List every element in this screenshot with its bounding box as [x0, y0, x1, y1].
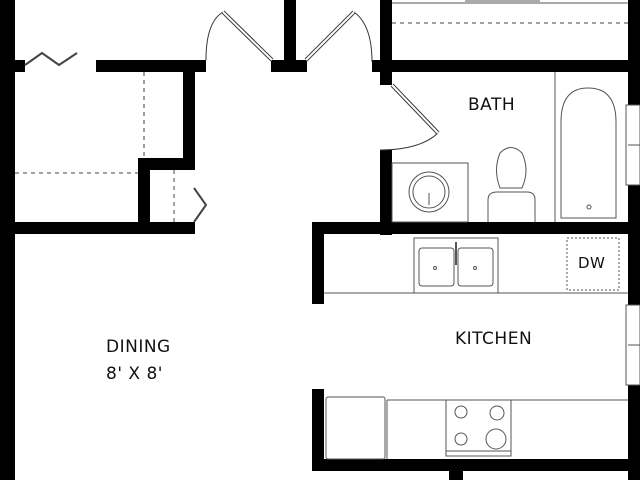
bathtub-icon — [560, 87, 617, 219]
room-label-dining: DINING — [106, 337, 171, 357]
refrigerator-icon — [325, 396, 386, 460]
bifold-door-icon — [24, 51, 78, 67]
closet-shelves — [15, 22, 628, 222]
toilet-icon — [496, 147, 527, 189]
kitchen-fixtures — [324, 237, 628, 460]
doors — [205, 10, 440, 151]
room-dimensions-dining: 8' X 8' — [106, 364, 163, 384]
windows — [625, 104, 640, 386]
bath-sink-icon — [408, 171, 450, 213]
top-shelf — [392, 0, 628, 4]
dishwasher-label: DW — [578, 254, 606, 272]
dishwasher-icon — [566, 237, 620, 291]
kitchen-sink-icon — [413, 237, 499, 294]
bath-fixtures — [391, 72, 617, 223]
range-icon — [445, 399, 512, 457]
room-label-bath: BATH — [468, 95, 516, 115]
room-label-kitchen: KITCHEN — [455, 329, 533, 349]
closet-bifold-door-icon — [193, 187, 208, 223]
